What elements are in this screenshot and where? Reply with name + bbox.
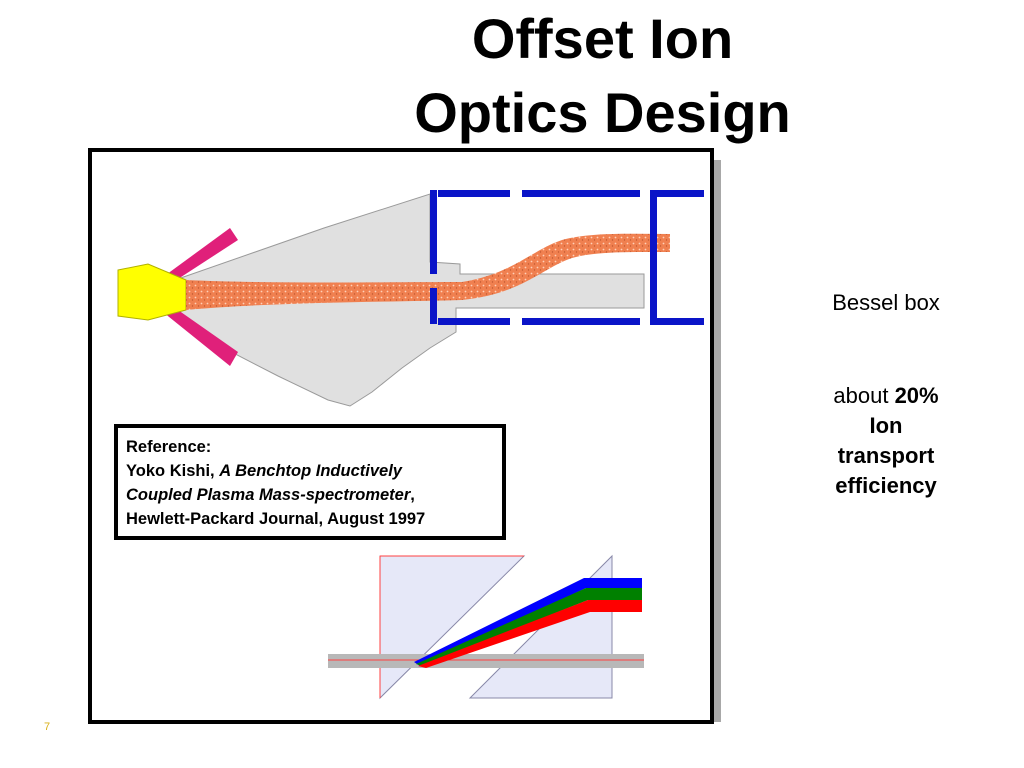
reference-line-2: Yoko Kishi, A Benchtop Inductively <box>126 459 502 483</box>
reference-author: Yoko Kishi, <box>126 462 215 480</box>
reference-work-title-2: Coupled Plasma Mass-spectrometer <box>126 486 411 504</box>
efficiency-line-4: efficiency <box>835 473 937 498</box>
efficiency-note: about 20% Ion transport efficiency <box>800 381 972 501</box>
prism-deflector-inset <box>328 554 644 700</box>
page-number: 7 <box>44 721 51 733</box>
efficiency-prefix: about <box>833 383 889 408</box>
reference-publication: Hewlett-Packard Journal, August 1997 <box>126 510 426 528</box>
efficiency-line-3: transport <box>837 443 935 468</box>
ion-optics-diagram <box>117 190 704 700</box>
incoming-beam <box>328 654 644 668</box>
ion-optics-figure: Reference: Yoko Kishi, A Benchtop Induct… <box>88 148 714 724</box>
deflected-beam-red <box>418 600 642 668</box>
reference-line-3: Coupled Plasma Mass-spectrometer, <box>126 483 502 507</box>
efficiency-line-1: about 20% <box>800 381 972 411</box>
title-line-2: Optics Design <box>414 81 791 144</box>
bessel-box-electrodes <box>430 190 704 325</box>
reference-box: Reference: Yoko Kishi, A Benchtop Induct… <box>114 424 506 540</box>
reference-work-title-1: A Benchtop Inductively <box>219 462 402 480</box>
efficiency-line-2: Ion <box>869 413 903 438</box>
reference-comma: , <box>410 486 415 504</box>
title-line-1: Offset Ion <box>471 7 734 70</box>
ion-beam <box>186 233 670 310</box>
efficiency-value: 20% <box>894 383 939 408</box>
reference-heading: Reference: <box>126 438 212 456</box>
bessel-box-label: Bessel box <box>832 290 940 315</box>
slide-title: Offset Ion Optics Design <box>300 2 905 150</box>
